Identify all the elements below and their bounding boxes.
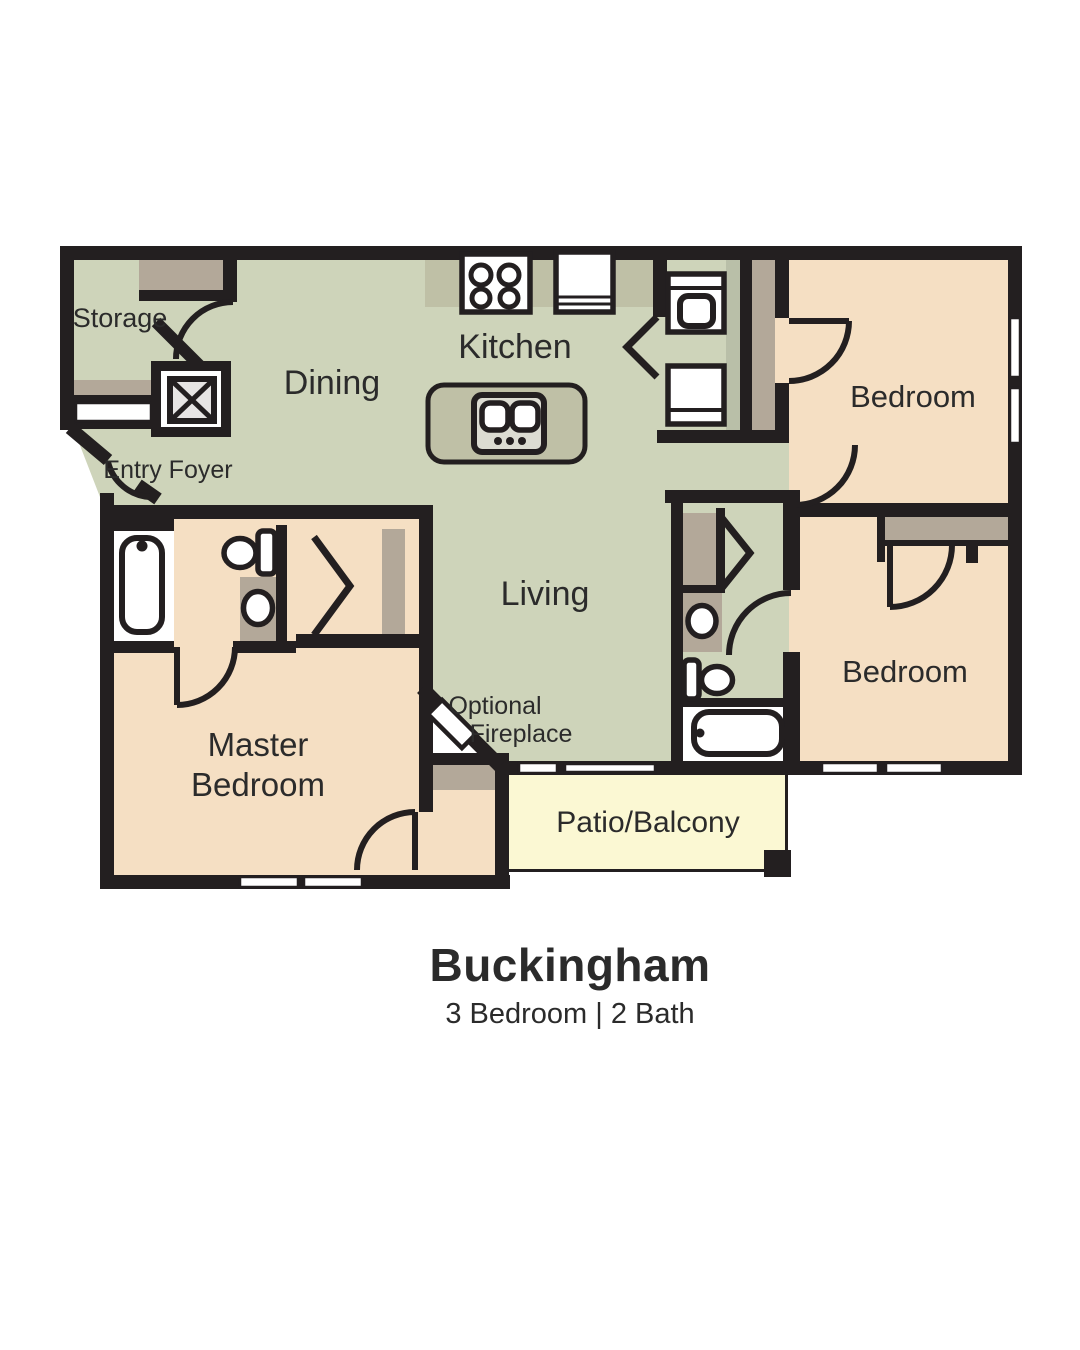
patio-floor — [509, 761, 787, 872]
label-fireplace-line1: Optional — [448, 692, 541, 720]
fixtures — [119, 249, 785, 757]
bedroom2-window-1 — [820, 761, 880, 775]
master-closet-bifold — [311, 534, 355, 638]
washer-icon — [665, 271, 727, 335]
fireplace-icon — [424, 696, 480, 752]
living-window — [517, 761, 559, 775]
label-master-line1: Master — [208, 726, 309, 763]
label-storage: Storage — [73, 303, 168, 333]
hall-door-arc — [794, 444, 858, 508]
plan-title-block: Buckingham 3 Bedroom | 2 Bath — [90, 938, 1050, 1031]
master-bathtub-icon — [119, 535, 165, 635]
stove-icon — [459, 251, 533, 315]
refrigerator-icon — [553, 249, 616, 315]
bath2-toilet-icon — [681, 657, 736, 702]
plan-subtitle: 3 Bedroom | 2 Bath — [445, 998, 695, 1030]
label-living: Living — [501, 575, 590, 613]
master-closet-shelf — [382, 529, 405, 634]
vestibule-shelf — [433, 765, 495, 790]
bedroom2-window-2 — [884, 761, 944, 775]
storage-shelf-bottom — [74, 380, 153, 395]
master-window-2 — [302, 875, 364, 889]
plan-title: Buckingham — [429, 939, 711, 991]
bedroom1-door-arc — [788, 320, 852, 384]
kitchen-island-icon — [425, 382, 588, 465]
bedroom1-door-gap — [775, 318, 789, 383]
label-kitchen: Kitchen — [458, 328, 571, 366]
main-living-floor — [74, 260, 801, 761]
label-bedroom2: Bedroom — [842, 654, 968, 689]
bedroom2-closet-shelf — [885, 517, 1008, 540]
hall-closet-strip — [752, 260, 775, 433]
bedroom2-floor — [789, 517, 1022, 775]
exterior-notch — [62, 432, 98, 500]
label-entry-foyer: Entry Foyer — [103, 456, 232, 484]
bedroom2-door-arc — [889, 544, 955, 610]
entry-diagonal-wall — [65, 423, 113, 465]
laundry-bifold — [622, 314, 660, 380]
patio-edge-bottom — [509, 869, 788, 872]
label-patio: Patio/Balcony — [556, 806, 739, 839]
bath2-bathtub-icon — [691, 709, 785, 757]
patio-door-arc — [354, 809, 416, 871]
laundry-wall-strip — [726, 260, 740, 433]
kitchen-counter — [425, 260, 653, 307]
storage-shelf-top — [139, 260, 223, 290]
label-fireplace-line2: Fireplace — [470, 720, 573, 748]
patio-sliding-door — [563, 762, 657, 774]
bedroom1-window-1 — [1008, 316, 1022, 379]
room-labels: Storage Entry Foyer Dining Kitchen Livin… — [73, 303, 976, 839]
bath2-sink-icon — [685, 602, 719, 640]
doors — [105, 299, 955, 871]
bedroom1-window-2 — [1008, 386, 1022, 445]
water-heater-closet-icon — [151, 361, 231, 437]
master-sink-icon — [240, 588, 276, 628]
dryer-icon — [665, 363, 727, 427]
windows — [238, 316, 1022, 889]
master-window-1 — [238, 875, 300, 889]
patio-post — [764, 850, 791, 877]
label-bedroom1: Bedroom — [850, 379, 976, 414]
master-toilet-icon — [221, 528, 278, 577]
entry-door-stub — [134, 479, 162, 505]
master-bath-door-arc — [176, 646, 238, 708]
storage-door-arc — [173, 299, 234, 360]
label-dining: Dining — [284, 364, 380, 402]
entry-door-arc — [105, 461, 151, 500]
linen-closet-bifold — [719, 515, 755, 591]
label-master-line2: Bedroom — [191, 766, 325, 803]
bath2-door-arc — [726, 590, 792, 656]
storage-window — [74, 401, 153, 423]
patio-edge-right — [785, 775, 788, 872]
